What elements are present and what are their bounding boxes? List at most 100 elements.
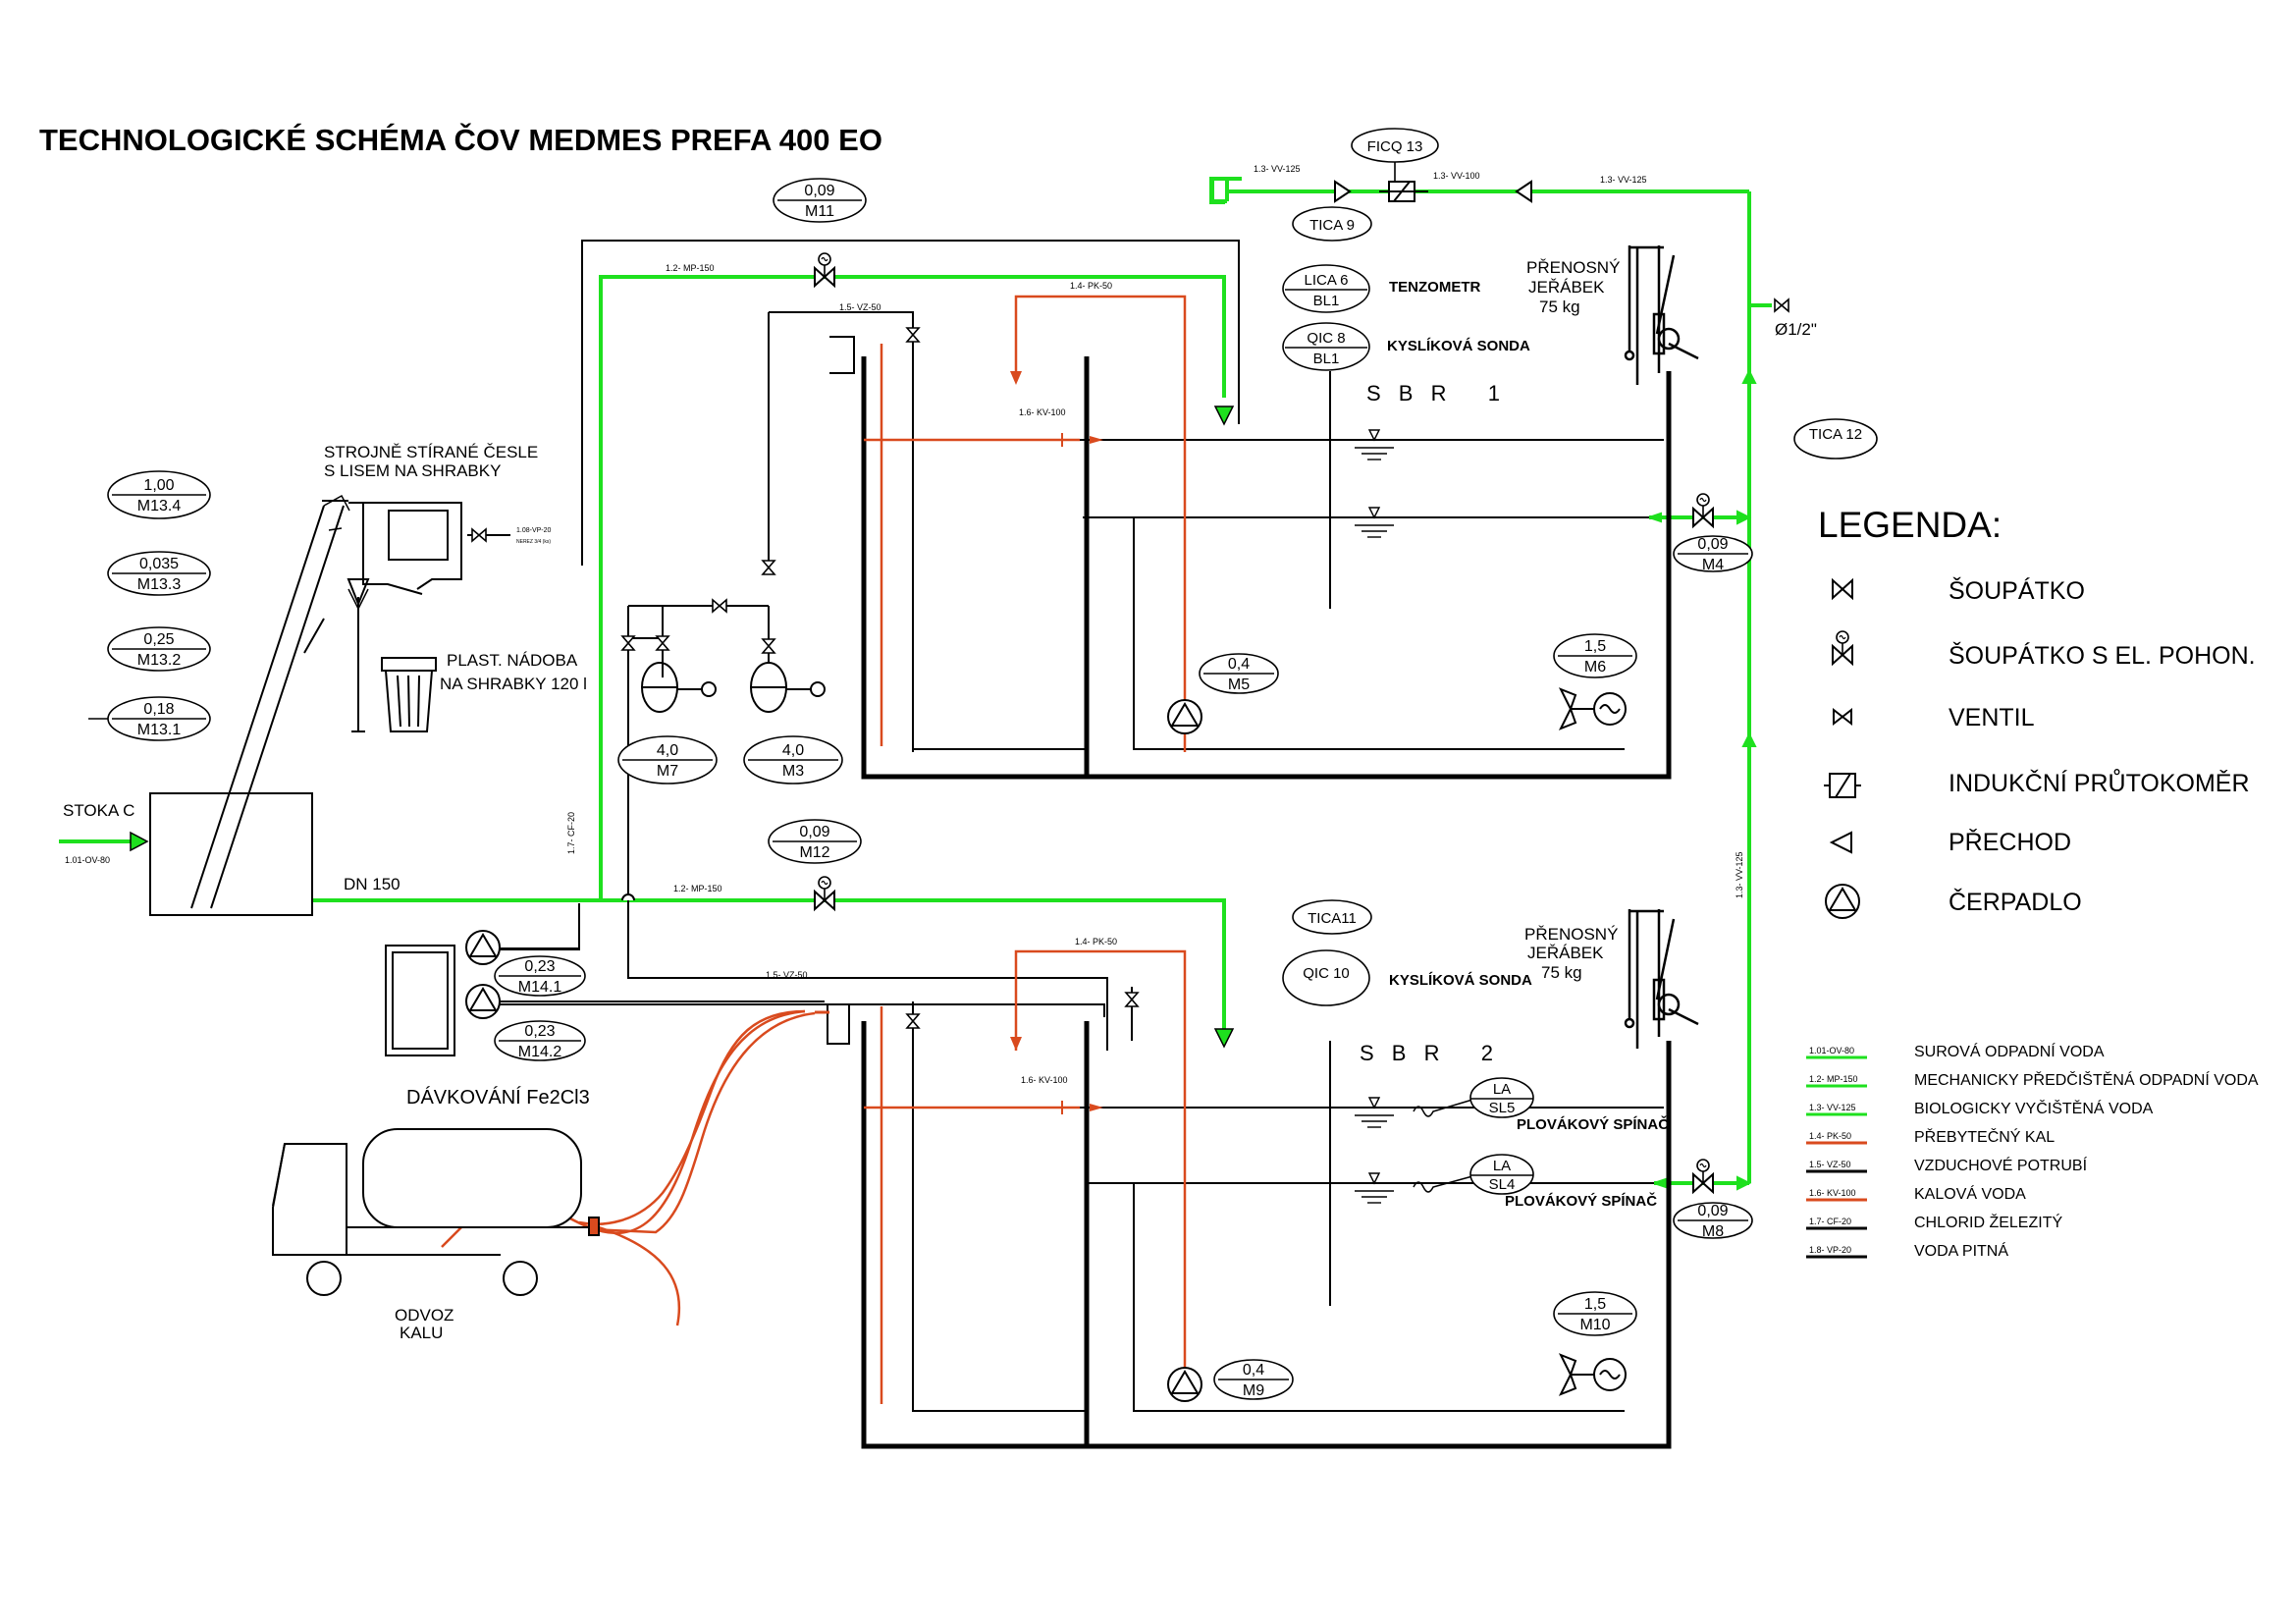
valve-air-6[interactable]: [762, 638, 775, 654]
kyslik1-label: KYSLÍKOVÁ SONDA: [1387, 338, 1530, 354]
motor-m9: 0,4M9: [1213, 1359, 1294, 1400]
sbr1-tank: [861, 356, 1672, 780]
crane-sbr2: [1624, 909, 1699, 1049]
pump-m142: [465, 984, 501, 1019]
legend-line-code: 1.6- KV-100: [1809, 1188, 1856, 1198]
valve-air-7[interactable]: [906, 1013, 920, 1029]
crane2-label-b: JEŘÁBEK: [1527, 944, 1604, 962]
dosing-label: DÁVKOVÁNÍ Fe2Cl3: [406, 1086, 590, 1109]
motor-m6: 1,5M6: [1553, 633, 1637, 678]
inlet-chamber: [149, 792, 313, 916]
motor-m5-power: 0,4: [1228, 656, 1250, 673]
gate-valve-m11[interactable]: [814, 252, 835, 287]
legend: LEGENDA: ŠOUPÁTKO ŠOUPÁTKO S EL. POHON. …: [1806, 505, 2259, 1260]
motor-m6-power: 1,5: [1584, 638, 1606, 655]
motor-m134-id: M13.4: [137, 498, 182, 514]
motor-m141-power: 0,23: [524, 958, 555, 975]
bubble-tica9: [1292, 206, 1372, 242]
motor-m9-id: M9: [1243, 1382, 1264, 1399]
pipe-label-pk50-top: 1.4- PK-50: [1070, 281, 1112, 291]
valve-air-1[interactable]: [906, 327, 920, 343]
inst-lica6-b: BL1: [1313, 293, 1340, 309]
motor-m8-id: M8: [1702, 1223, 1724, 1240]
valve-icon: [1833, 707, 1852, 727]
gate-valve-m8[interactable]: [1692, 1159, 1714, 1193]
valve-phi[interactable]: [1774, 298, 1789, 312]
dosing-tank: [385, 945, 455, 1056]
pipe-label-vv100: 1.3- VV-100: [1433, 171, 1480, 181]
inst-la5-b: SL5: [1489, 1100, 1516, 1116]
motor-m7-id: M7: [657, 763, 678, 780]
bin-label: PLAST. NÁDOBA: [447, 651, 578, 670]
legend-line-label: SUROVÁ ODPADNÍ VODA: [1914, 1042, 2105, 1060]
pipe-label-kv100-bot: 1.6- KV-100: [1021, 1075, 1068, 1085]
kalu-label: KALU: [400, 1324, 443, 1342]
motor-m8-power: 0,09: [1697, 1203, 1728, 1219]
level-sbr2-low: [1344, 1172, 1405, 1204]
pipe-label-vv125-vert: 1.3- VV-125: [1735, 851, 1744, 898]
legend-line-code: 1.3- VV-125: [1809, 1103, 1856, 1112]
blower-m7: [641, 662, 717, 713]
valve-air-4[interactable]: [621, 635, 635, 651]
legend-line-label: VODA PITNÁ: [1914, 1241, 2008, 1260]
crane1-label-a: PŘENOSNÝ: [1526, 258, 1620, 277]
valve-vp20[interactable]: [471, 528, 487, 542]
motor-m10-id: M10: [1579, 1317, 1610, 1333]
gate-valve-m12[interactable]: [814, 876, 835, 910]
motor-m10-power: 1,5: [1584, 1296, 1606, 1313]
bubble-tica11: [1292, 899, 1372, 935]
page-title: TECHNOLOGICKÉ SCHÉMA ČOV MEDMES PREFA 40…: [39, 122, 882, 157]
pipe-label-vz50-bot: 1.5- VZ-50: [766, 970, 808, 980]
motor-m12-power: 0,09: [799, 824, 829, 840]
legend-line-label: BIOLOGICKY VYČIŠTĚNÁ VODA: [1914, 1099, 2154, 1117]
stoka-label: STOKA C: [63, 801, 134, 820]
gate-valve-m4[interactable]: [1692, 493, 1714, 527]
legend-symbol-label-5: ČERPADLO: [1949, 888, 2082, 916]
inst-qic10: QIC 10: [1303, 965, 1350, 982]
mixer-m6: [1558, 687, 1627, 730]
screen-unit: [149, 500, 462, 916]
valve-air-3[interactable]: [712, 599, 727, 613]
motor-m133-id: M13.3: [137, 576, 182, 593]
legend-line-label: PŘEBYTEČNÝ KAL: [1914, 1127, 2055, 1146]
crane1-label-c: 75 kg: [1539, 298, 1580, 316]
motor-m4-id: M4: [1702, 557, 1724, 573]
crane-sbr1: [1624, 245, 1699, 385]
motor-m11-id: M11: [805, 203, 834, 220]
motor-m134-power: 1,00: [143, 477, 174, 494]
valve-air-8[interactable]: [1125, 992, 1139, 1007]
pipe-label-kv100-top: 1.6- KV-100: [1019, 407, 1066, 417]
inst-la4-a: LA: [1493, 1158, 1511, 1174]
inst-la4-b: SL4: [1489, 1176, 1516, 1193]
bubble-lica6: [1282, 264, 1370, 313]
motor-m3: 4,0M3: [743, 735, 843, 784]
legend-line-code: 1.7- CF-20: [1809, 1217, 1851, 1226]
motor-m131-id: M13.1: [137, 722, 182, 738]
sludge-hose: [588, 1011, 816, 1234]
pump-m5: [1167, 699, 1202, 734]
gate-valve-icon: [1832, 579, 1853, 599]
valve-air-2[interactable]: [762, 560, 775, 575]
valve-air-5[interactable]: [656, 635, 669, 651]
level-sbr1-low: [1344, 507, 1405, 538]
motor-m7: 4,0M7: [617, 735, 718, 784]
dn150-label: DN 150: [344, 875, 400, 893]
flowmeter-icon: [1824, 773, 1861, 798]
legend-line-item: 1.6- KV-100 KALOVÁ VODA: [1806, 1184, 2026, 1203]
legend-line-code: 1.4- PK-50: [1809, 1131, 1851, 1141]
legend-symbol-label-4: PŘECHOD: [1949, 828, 2071, 856]
pipe-label-vp20: 1.08-VP-20: [516, 527, 552, 534]
motor-m133-power: 0,035: [139, 556, 179, 572]
legend-line-label: KALOVÁ VODA: [1914, 1184, 2026, 1203]
pipe-label-mp150-bot: 1.2- MP-150: [673, 884, 722, 893]
sbr2-tank: [861, 1021, 1672, 1449]
sbr2-label: S B R 2: [1360, 1041, 1499, 1065]
screen-label: STROJNĚ STÍRANÉ ČESLE: [324, 443, 538, 461]
